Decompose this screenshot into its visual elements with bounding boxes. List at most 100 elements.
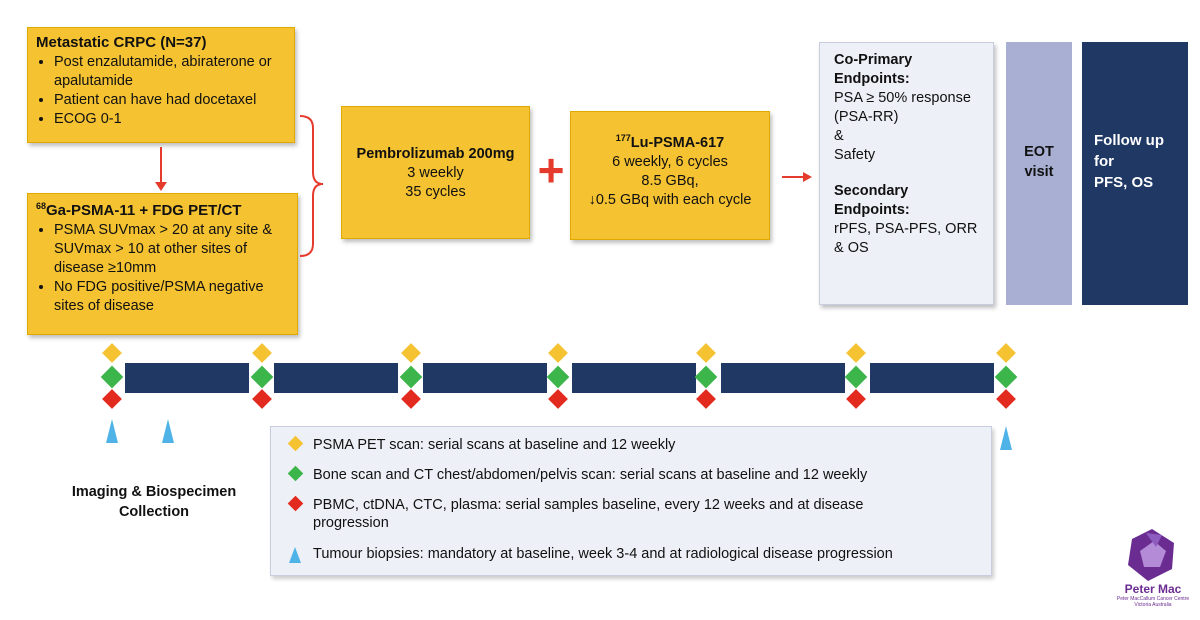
timepoint-markers-4 <box>694 343 718 409</box>
right-arrowhead <box>803 172 812 182</box>
screening-title-text: Ga-PSMA-11 + FDG PET/CT <box>46 202 242 219</box>
eot-visit-label: visit <box>1024 164 1054 180</box>
biospecimen-diamond <box>252 389 272 409</box>
bone-ct-diamond <box>399 365 423 389</box>
follow-up-label: Follow up <box>1094 132 1164 149</box>
follow-up-box: Follow up for PFS, OS <box>1082 42 1188 305</box>
treatment-cycle-bar <box>274 363 398 393</box>
legend-item-biopsy: Tumour biopsies: mandatory at baseline, … <box>285 545 893 563</box>
screening-isotope: 68 <box>36 201 47 211</box>
lutetium-title: 177Lu-PSMA-617 <box>571 129 769 153</box>
timepoint-markers-2 <box>399 343 423 409</box>
pembrolizumab-box: Pembrolizumab 200mg 3 weekly 35 cycles <box>341 106 530 239</box>
bone-ct-diamond <box>100 365 124 389</box>
eligibility-bullet: Patient can have had docetaxel <box>54 91 286 110</box>
pembrolizumab-schedule: 3 weekly <box>407 165 464 181</box>
down-arrowhead <box>155 182 167 191</box>
screening-bullet: PSMA SUVmax > 20 at any site & SUVmax > … <box>54 221 289 278</box>
legend-item-bone-ct: Bone scan and CT chest/abdomen/pelvis sc… <box>285 465 868 484</box>
eligibility-title: Metastatic CRPC (N=37) <box>36 34 207 51</box>
screening-list: PSMA SUVmax > 20 at any site & SUVmax > … <box>36 221 289 316</box>
pembrolizumab-cycles: 35 cycles <box>405 184 466 200</box>
treatment-cycle-bar <box>721 363 845 393</box>
yellow-diamond-icon <box>287 435 303 452</box>
legend-text: Tumour biopsies: mandatory at baseline, … <box>313 546 893 562</box>
blue-triangle-icon <box>289 547 301 563</box>
biospecimen-diamond <box>401 389 421 409</box>
bone-ct-diamond <box>844 365 868 389</box>
legend-text: Bone scan and CT chest/abdomen/pelvis sc… <box>313 467 868 483</box>
legend-text: PBMC, ctDNA, CTC, plasma: serial samples… <box>313 497 864 531</box>
legend-text: PSMA PET scan: serial scans at baseline … <box>313 437 676 453</box>
peter-mac-logo-mark <box>1128 529 1174 581</box>
primary-endpoint-psa: PSA ≥ 50% response (PSA-RR) <box>834 90 971 125</box>
secondary-endpoints-list: rPFS, PSA-PFS, ORR & OS <box>834 221 978 256</box>
timepoint-markers-3 <box>546 343 570 409</box>
biospecimen-diamond <box>996 389 1016 409</box>
red-diamond-icon <box>287 495 303 512</box>
follow-up-for: for <box>1094 153 1114 170</box>
psma-pet-diamond <box>996 343 1016 363</box>
follow-up-outcomes: PFS, OS <box>1094 174 1154 191</box>
lutetium-schedule: 6 weekly, 6 cycles <box>612 153 728 170</box>
biopsy-triangle <box>162 419 174 443</box>
logo-sub1: Peter MacCallum Cancer Centre <box>1116 596 1190 602</box>
eligibility-list: Post enzalutamide, abiraterone or apalut… <box>36 53 286 129</box>
biopsy-triangle <box>1000 426 1012 450</box>
legend-box: PSMA PET scan: serial scans at baseline … <box>270 426 992 576</box>
curly-brace <box>299 115 324 257</box>
screening-bullet: No FDG positive/PSMA negative sites of d… <box>54 278 289 316</box>
psma-pet-diamond <box>696 343 716 363</box>
psma-pet-diamond <box>548 343 568 363</box>
screening-title: 68Ga-PSMA-11 + FDG PET/CT <box>36 201 289 219</box>
biopsy-triangle <box>106 419 118 443</box>
biospecimen-diamond <box>102 389 122 409</box>
eot-label: EOT <box>1024 144 1054 160</box>
legend-item-psma-pet: PSMA PET scan: serial scans at baseline … <box>285 435 676 454</box>
timepoint-markers-5 <box>844 343 868 409</box>
psma-pet-diamond <box>252 343 272 363</box>
biospecimen-diamond <box>846 389 866 409</box>
treatment-cycle-bar <box>572 363 696 393</box>
imaging-biospecimen-label: Imaging & Biospecimen Collection <box>48 482 260 522</box>
primary-endpoint-safety: Safety <box>834 147 876 163</box>
eligibility-bullet: ECOG 0-1 <box>54 110 286 129</box>
primary-endpoint-and: & <box>834 128 844 144</box>
biospecimen-diamond <box>548 389 568 409</box>
primary-endpoints-title: Co-Primary Endpoints: <box>834 52 913 87</box>
imaging-label-line2: Collection <box>118 504 190 520</box>
biospecimen-diamond <box>696 389 716 409</box>
logo-name: Peter Mac <box>1124 582 1182 596</box>
screening-box: 68Ga-PSMA-11 + FDG PET/CT PSMA SUVmax > … <box>27 193 298 335</box>
psma-pet-diamond <box>401 343 421 363</box>
bone-ct-diamond <box>694 365 718 389</box>
endpoints-box: Co-Primary Endpoints: PSA ≥ 50% response… <box>819 42 994 305</box>
logo-sub2: Victoria Australia <box>1134 602 1172 608</box>
psma-pet-diamond <box>102 343 122 363</box>
peter-mac-logo: Peter Mac Peter MacCallum Cancer Centre … <box>1110 582 1196 609</box>
pembrolizumab-dose: Pembrolizumab 200mg <box>356 146 515 162</box>
bone-ct-diamond <box>994 365 1018 389</box>
eot-visit-box: EOT visit <box>1006 42 1072 305</box>
treatment-cycle-bar <box>423 363 547 393</box>
lutetium-box: 177Lu-PSMA-617 6 weekly, 6 cycles 8.5 GB… <box>570 111 770 240</box>
eligibility-box: Metastatic CRPC (N=37) Post enzalutamide… <box>27 27 295 143</box>
timepoint-markers-6 <box>994 343 1018 409</box>
bone-ct-diamond <box>546 365 570 389</box>
timepoint-markers-1 <box>250 343 274 409</box>
bone-ct-diamond <box>250 365 274 389</box>
psma-pet-diamond <box>846 343 866 363</box>
treatment-cycle-bar <box>870 363 994 393</box>
green-diamond-icon <box>287 465 303 482</box>
lutetium-dose: 8.5 GBq, <box>641 172 699 189</box>
legend-item-biospecimen: PBMC, ctDNA, CTC, plasma: serial samples… <box>285 495 935 532</box>
plus-symbol: + <box>537 144 565 196</box>
lutetium-title-text: Lu-PSMA-617 <box>630 134 725 151</box>
imaging-label-line1: Imaging & Biospecimen <box>71 484 237 500</box>
timepoint-markers-0 <box>100 343 124 409</box>
lutetium-reduction: ↓0.5 GBq with each cycle <box>588 191 752 208</box>
lutetium-isotope: 177 <box>615 133 631 143</box>
secondary-endpoints-title: Secondary Endpoints: <box>834 183 910 218</box>
treatment-cycle-bar <box>125 363 249 393</box>
eligibility-bullet: Post enzalutamide, abiraterone or apalut… <box>54 53 286 91</box>
